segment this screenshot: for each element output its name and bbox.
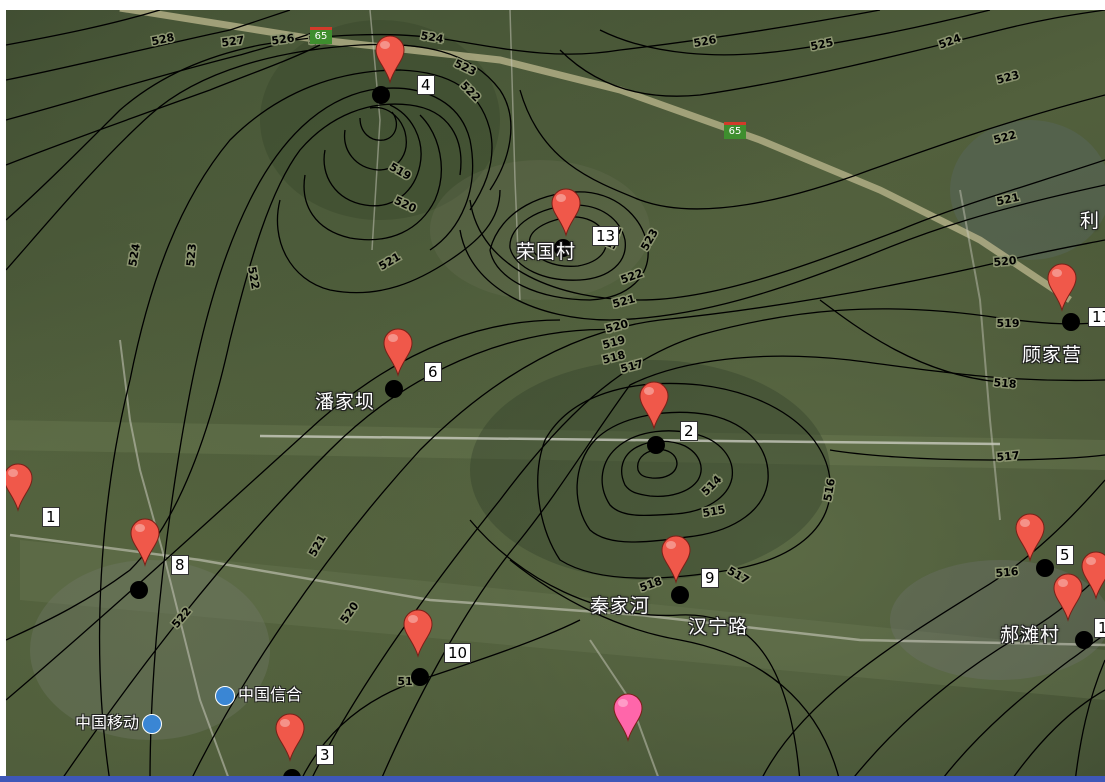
map-pin-icon[interactable] xyxy=(639,381,669,430)
contour-label: 521 xyxy=(377,250,403,273)
poi-item[interactable]: 中国移动 xyxy=(75,709,165,734)
contour-label: 517 xyxy=(725,564,751,587)
place-name-label: 郝滩村 xyxy=(1000,624,1061,646)
poi-item[interactable]: 中国信合 xyxy=(212,681,302,706)
terrain-layer xyxy=(0,20,1105,740)
contour-label: 526 xyxy=(692,33,717,50)
contour-label: 523 xyxy=(184,243,199,267)
contour-label: 516 xyxy=(995,565,1019,580)
contour-label: 519 xyxy=(997,317,1020,330)
well-dot xyxy=(130,581,148,599)
contour-label: 524 xyxy=(420,29,445,46)
well-number-label: 1 xyxy=(1094,618,1105,638)
well-dot xyxy=(1036,559,1054,577)
map-pin-icon[interactable] xyxy=(1081,551,1105,600)
map-pin-icon[interactable] xyxy=(130,518,160,567)
contour-label: 526 xyxy=(271,31,296,47)
well-number-label: 9 xyxy=(701,568,719,588)
contour-label: 518 xyxy=(993,376,1017,391)
frame-bottom xyxy=(0,776,1105,782)
location-pin-icon xyxy=(142,713,163,734)
well-dot xyxy=(1062,313,1080,331)
contour-label: 515 xyxy=(701,503,726,520)
well-number-label: 17 xyxy=(1088,307,1105,327)
place-name-label: 利 xyxy=(1080,210,1101,232)
well-dot xyxy=(671,586,689,604)
well-number-label: 6 xyxy=(424,362,442,382)
contour-label: 527 xyxy=(221,33,246,49)
place-name-label: 秦家河 xyxy=(590,595,651,617)
contour-label: 516 xyxy=(821,477,838,502)
well-number-label: 3 xyxy=(316,745,334,765)
well-number-label: 2 xyxy=(680,421,698,441)
map-pin-icon[interactable] xyxy=(375,35,405,84)
poi-label: 中国移动 xyxy=(75,713,140,732)
well-dot xyxy=(1075,631,1093,649)
contour-label: 525 xyxy=(809,36,834,53)
contour-label: 524 xyxy=(126,242,143,267)
contour-label: 524 xyxy=(937,31,963,51)
contour-label: 522 xyxy=(245,265,262,290)
map-pin-icon[interactable] xyxy=(551,188,581,237)
contour-label: 521 xyxy=(306,533,329,559)
highway-shield-icon: 65 xyxy=(724,122,746,139)
highway-shield-icon: 65 xyxy=(310,27,332,44)
map-pin-icon[interactable] xyxy=(613,693,643,742)
frame-left xyxy=(0,0,6,782)
place-name-label: 潘家坝 xyxy=(315,391,376,413)
well-dot xyxy=(554,239,572,257)
map-pin-icon[interactable] xyxy=(383,328,413,377)
well-dot xyxy=(647,436,665,454)
map-pin-icon[interactable] xyxy=(3,463,33,512)
map-pin-icon[interactable] xyxy=(661,535,691,584)
contour-label: 51 xyxy=(397,675,412,688)
map-pin-icon[interactable] xyxy=(1015,513,1045,562)
map-pin-icon[interactable] xyxy=(1047,263,1077,312)
map-pin-icon[interactable] xyxy=(275,713,305,762)
well-dot xyxy=(385,380,403,398)
map-pin-icon[interactable] xyxy=(403,609,433,658)
poi-label: 中国信合 xyxy=(238,685,303,704)
well-dots xyxy=(130,86,1093,782)
frame-top xyxy=(0,0,1105,10)
contour-label: 523 xyxy=(995,68,1021,87)
contour-label: 521 xyxy=(995,191,1020,208)
well-dot xyxy=(411,668,429,686)
contour-label: 528 xyxy=(150,31,175,48)
well-number-label: 4 xyxy=(417,75,435,95)
well-number-label: 13 xyxy=(592,226,620,246)
place-name-label: 顾家营 xyxy=(1022,344,1083,366)
well-number-label: 8 xyxy=(171,555,189,575)
contour-lines xyxy=(5,9,1105,782)
location-pin-icon xyxy=(215,685,235,706)
place-name-label: 汉宁路 xyxy=(688,616,749,638)
contour-label: 520 xyxy=(993,254,1017,269)
well-number-label: 5 xyxy=(1056,545,1074,565)
well-number-label: 10 xyxy=(444,643,472,663)
well-dot xyxy=(372,86,390,104)
place-name-label: 荣国村 xyxy=(516,241,577,263)
well-number-label: 1 xyxy=(42,507,60,527)
map-pin-icon[interactable] xyxy=(1053,573,1083,622)
contour-label: 517 xyxy=(996,449,1020,464)
well-pins xyxy=(3,35,1105,762)
